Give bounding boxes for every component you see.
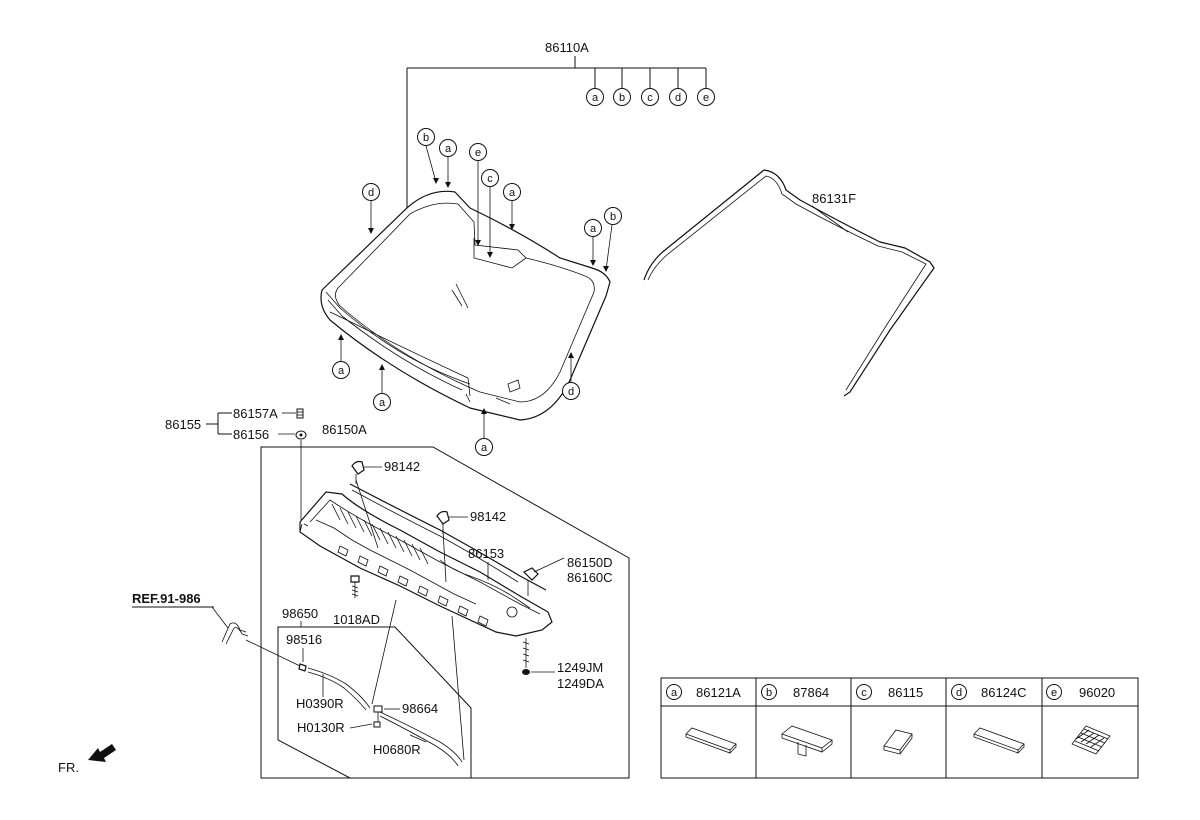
label-cowl-panel[interactable]: 86150A xyxy=(322,422,367,437)
label-nozzle-left[interactable]: 98142 xyxy=(384,459,420,474)
rubber-strip-icon xyxy=(685,727,737,754)
legend-table: a 86121A b 87864 c 86115 d 86124C e 9602… xyxy=(660,677,1139,779)
svg-text:d: d xyxy=(956,687,962,699)
svg-text:c: c xyxy=(647,92,653,104)
label-glass-assembly[interactable]: 86110A xyxy=(545,40,589,55)
hose-line[interactable] xyxy=(298,663,463,767)
callout-a-mid: a xyxy=(503,183,521,230)
callout-a-lower-mid: a xyxy=(373,364,391,411)
label-connector[interactable]: 98516 xyxy=(286,632,322,647)
callout-b-right: b xyxy=(603,207,622,272)
svg-text:d: d xyxy=(568,386,574,398)
svg-text:a: a xyxy=(338,365,345,377)
label-clip-a[interactable]: 86157A xyxy=(233,406,278,421)
glass-assembly-callout: 86110A a b c d e xyxy=(406,40,715,208)
legend-cell-b[interactable]: b 87864 xyxy=(761,684,833,757)
dam-strip-icon xyxy=(973,727,1025,754)
svg-text:d: d xyxy=(675,92,681,104)
bracket-circle-a: a xyxy=(586,88,604,106)
callout-d-left: d xyxy=(362,183,380,234)
windshield-glass[interactable] xyxy=(320,190,611,421)
label-clip-b[interactable]: 86156 xyxy=(233,427,269,442)
label-hose-2[interactable]: H0130R xyxy=(297,720,345,735)
windshield-moulding[interactable] xyxy=(643,169,935,397)
bracket-circle-e: e xyxy=(697,88,715,106)
legend-cell-a[interactable]: a 86121A xyxy=(666,684,742,754)
cowl-end-piece[interactable] xyxy=(522,557,565,596)
cowl-panel-box xyxy=(260,446,630,779)
cowl-panel[interactable] xyxy=(299,491,553,637)
sensor-pad-icon xyxy=(1071,725,1111,755)
svg-text:86121A: 86121A xyxy=(696,685,741,700)
front-arrow-icon xyxy=(88,744,116,762)
label-hose-3[interactable]: H0680R xyxy=(373,742,421,757)
label-cowl-seal[interactable]: 86153 xyxy=(468,546,504,561)
label-clip-set[interactable]: 86155 xyxy=(165,417,201,432)
svg-text:a: a xyxy=(379,397,386,409)
svg-text:86115: 86115 xyxy=(888,685,923,700)
svg-text:c: c xyxy=(487,173,493,185)
svg-text:b: b xyxy=(610,211,616,223)
svg-text:b: b xyxy=(619,92,625,104)
label-moulding[interactable]: 86131F xyxy=(812,191,856,206)
svg-text:a: a xyxy=(590,223,597,235)
svg-text:86124C: 86124C xyxy=(981,685,1027,700)
svg-text:96020: 96020 xyxy=(1079,685,1115,700)
callout-e: e xyxy=(469,143,487,246)
callout-a-lower-left: a xyxy=(332,334,350,379)
bracket-circle-b: b xyxy=(613,88,631,106)
svg-text:b: b xyxy=(423,132,429,144)
screw-icon[interactable] xyxy=(350,575,360,598)
callout-d-right: d xyxy=(562,352,580,400)
label-screw-left[interactable]: 1018AD xyxy=(333,612,380,627)
svg-text:b: b xyxy=(766,687,772,699)
label-hose-1[interactable]: H0390R xyxy=(296,696,344,711)
legend-cell-c[interactable]: c 86115 xyxy=(856,684,924,755)
cowl-seal[interactable] xyxy=(349,483,547,591)
callout-a-right: a xyxy=(584,219,602,266)
svg-text:a: a xyxy=(671,687,678,699)
bracket-circle-d: d xyxy=(669,88,687,106)
callout-c: c xyxy=(481,169,499,258)
label-hose-assembly[interactable]: 98650 xyxy=(282,606,318,621)
label-screw-b[interactable]: 1249DA xyxy=(557,676,604,691)
check-valve-icon[interactable] xyxy=(373,705,383,728)
clip-b-icon[interactable] xyxy=(295,430,307,440)
washer-nozzle-left[interactable] xyxy=(351,460,365,485)
label-nozzle-right[interactable]: 98142 xyxy=(470,509,506,524)
label-screw-a[interactable]: 1249JM xyxy=(557,660,603,675)
svg-text:a: a xyxy=(592,92,599,104)
label-cowl-end-right[interactable]: 86160C xyxy=(567,570,613,585)
windshield-callouts: b a e c a d a b a a a d xyxy=(332,128,622,456)
svg-text:a: a xyxy=(445,143,452,155)
clip-set-callout: 86155 86157A 86156 xyxy=(165,406,307,442)
svg-text:e: e xyxy=(475,147,481,159)
callout-a-top: a xyxy=(439,139,457,188)
ref-hose-icon[interactable] xyxy=(221,622,301,667)
hose-assembly-box xyxy=(277,626,472,779)
bracket-circle-c: c xyxy=(641,88,659,106)
label-check-valve[interactable]: 98664 xyxy=(402,701,438,716)
svg-text:87864: 87864 xyxy=(793,685,829,700)
label-front: FR. xyxy=(58,760,79,775)
label-cowl-end-left[interactable]: 86150D xyxy=(567,555,613,570)
callout-b-top: b xyxy=(417,128,439,184)
svg-text:e: e xyxy=(703,92,709,104)
svg-text:a: a xyxy=(481,442,488,454)
svg-text:a: a xyxy=(509,187,516,199)
bolt-icon[interactable] xyxy=(522,638,530,675)
callout-a-bottom: a xyxy=(475,408,493,456)
svg-text:e: e xyxy=(1051,687,1057,699)
legend-cell-e[interactable]: e 96020 xyxy=(1046,684,1116,755)
label-reference[interactable]: REF.91-986 xyxy=(132,591,201,606)
svg-text:c: c xyxy=(861,687,867,699)
spacer-block-icon xyxy=(883,729,913,755)
legend-cell-d[interactable]: d 86124C xyxy=(951,684,1027,754)
clip-pad-icon xyxy=(781,725,833,757)
svg-text:d: d xyxy=(368,187,374,199)
clip-a-icon[interactable] xyxy=(296,408,304,419)
